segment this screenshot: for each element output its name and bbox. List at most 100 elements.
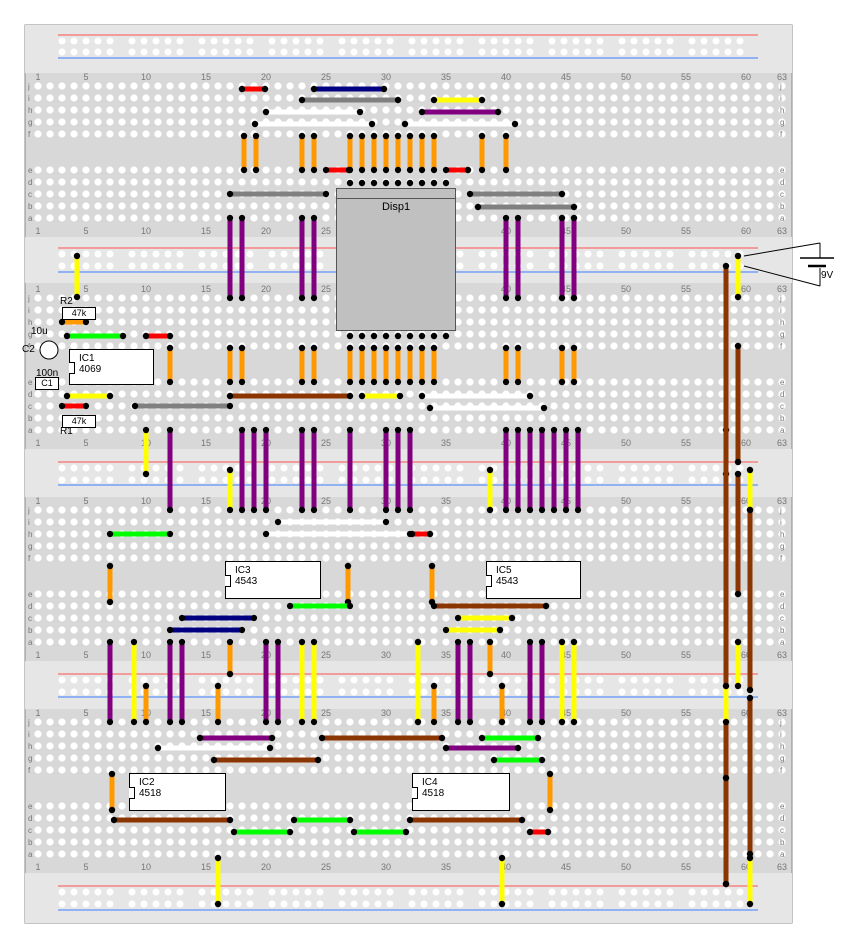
display-pin <box>442 179 450 187</box>
strip-hole <box>574 330 582 338</box>
strip-hole <box>142 390 150 398</box>
strip-hole <box>214 202 222 210</box>
strip-hole <box>778 602 786 610</box>
strip-hole <box>586 626 594 634</box>
wire-end-dot <box>58 318 66 326</box>
strip-hole <box>670 850 678 858</box>
row-letter: j <box>27 718 30 727</box>
rail-hole <box>444 688 452 696</box>
strip-hole <box>610 330 618 338</box>
strip-hole <box>250 214 258 222</box>
rail-hole <box>478 464 486 472</box>
wire-end-dot <box>298 96 306 104</box>
row-letter: b <box>780 414 785 423</box>
strip-hole <box>130 506 138 514</box>
column-number: 35 <box>441 438 451 448</box>
rail-hole <box>456 262 464 270</box>
rail-hole <box>268 464 276 472</box>
rail-hole <box>724 37 732 45</box>
strip-hole <box>226 306 234 314</box>
strip-hole <box>250 342 258 350</box>
strip-hole <box>226 518 234 526</box>
strip-hole <box>34 106 42 114</box>
strip-hole <box>142 754 150 762</box>
strip-hole <box>346 838 354 846</box>
strip-hole <box>526 118 534 126</box>
strip-hole <box>766 754 774 762</box>
strip-hole <box>574 826 582 834</box>
strip-hole <box>490 294 498 302</box>
strip-hole <box>466 826 474 834</box>
wire-end-dot <box>442 626 450 634</box>
strip-hole <box>634 638 642 646</box>
strip-hole <box>274 330 282 338</box>
wire-end-dot <box>350 828 358 836</box>
c1-capacitor: C1 <box>35 377 59 390</box>
strip-hole <box>646 106 654 114</box>
strip-hole <box>646 202 654 210</box>
rail-hole <box>338 48 346 56</box>
strip-hole <box>46 178 54 186</box>
strip-hole <box>154 554 162 562</box>
strip-hole <box>130 518 138 526</box>
strip-hole <box>82 130 90 138</box>
wire-end-dot <box>402 828 410 836</box>
strip-hole <box>34 590 42 598</box>
row-letter: h <box>780 742 784 751</box>
strip-hole <box>190 214 198 222</box>
strip-hole <box>730 178 738 186</box>
strip-hole <box>574 414 582 422</box>
rail-hole <box>490 676 498 684</box>
strip-hole <box>658 814 666 822</box>
wire-end-dot <box>286 602 294 610</box>
strip-hole <box>418 826 426 834</box>
strip-hole <box>622 214 630 222</box>
strip-hole <box>562 414 570 422</box>
strip-hole <box>202 530 210 538</box>
strip-hole <box>514 554 522 562</box>
rail-hole <box>712 48 720 56</box>
row-letter: b <box>780 626 785 635</box>
wire-end-dot <box>734 682 742 690</box>
strip-hole <box>586 542 594 550</box>
strip-hole <box>274 214 282 222</box>
strip-hole <box>778 590 786 598</box>
strip-hole <box>778 166 786 174</box>
wire-end-dot <box>250 506 258 514</box>
strip-hole <box>454 838 462 846</box>
rail-hole <box>58 464 66 472</box>
column-number: 10 <box>141 496 151 506</box>
strip-hole <box>430 82 438 90</box>
strip-hole <box>394 802 402 810</box>
strip-hole <box>670 718 678 726</box>
strip-hole <box>706 802 714 810</box>
r2-resistor: 47k <box>62 307 96 320</box>
strip-hole <box>562 614 570 622</box>
strip-hole <box>202 850 210 858</box>
rail-hole <box>408 37 416 45</box>
strip-hole <box>166 766 174 774</box>
strip-hole <box>778 838 786 846</box>
strip-hole <box>778 742 786 750</box>
strip-hole <box>550 814 558 822</box>
strip-hole <box>394 742 402 750</box>
wire-end-dot <box>722 718 730 726</box>
wire-end-dot <box>106 562 114 570</box>
strip-hole <box>718 202 726 210</box>
strip-hole <box>526 814 534 822</box>
wire-end-dot <box>298 506 306 514</box>
strip-hole <box>178 202 186 210</box>
rail-hole <box>82 250 90 258</box>
strip-hole <box>82 82 90 90</box>
strip-hole <box>286 506 294 514</box>
power-rail-band <box>25 661 792 709</box>
strip-hole <box>514 638 522 646</box>
strip-hole <box>646 94 654 102</box>
strip-hole <box>778 390 786 398</box>
strip-hole <box>262 378 270 386</box>
strip-hole <box>694 554 702 562</box>
wire-end-dot <box>73 252 81 260</box>
strip-hole <box>178 766 186 774</box>
strip-hole <box>694 202 702 210</box>
strip-hole <box>586 730 594 738</box>
